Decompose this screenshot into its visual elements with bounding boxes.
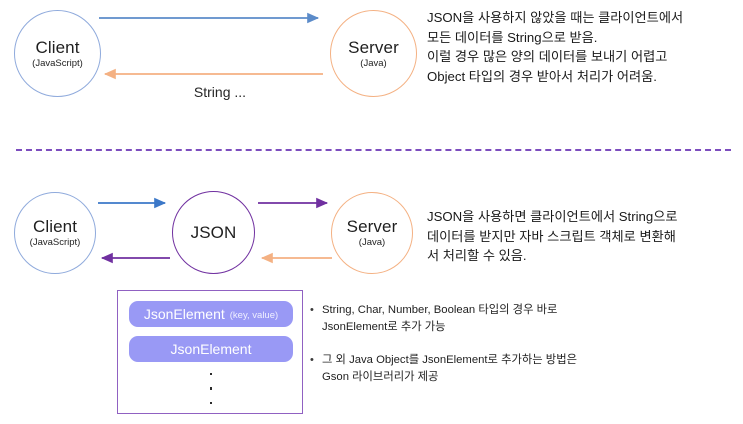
- arrow-server-to-json: [260, 252, 332, 264]
- top-client-title: Client: [35, 37, 80, 57]
- top-client-subtitle: (JavaScript): [32, 57, 83, 69]
- json-element-chip-2-label: JsonElement: [170, 341, 252, 357]
- bullet-list: • String, Char, Number, Boolean 타입의 경우 바…: [310, 302, 730, 385]
- arrow-json-to-client: [100, 252, 170, 264]
- ellipsis-dot: [209, 373, 213, 376]
- bullet-item-2: • 그 외 Java Object를 JsonElement로 추가하는 방법은…: [310, 352, 730, 385]
- bottom-server-circle: Server (Java): [331, 192, 413, 274]
- ellipsis-dot: [209, 401, 213, 405]
- arrow-server-to-client: [103, 68, 323, 80]
- bullet-item-1: • String, Char, Number, Boolean 타입의 경우 바…: [310, 302, 730, 335]
- bottom-client-subtitle: (JavaScript): [29, 237, 81, 248]
- bottom-json-circle: JSON: [172, 191, 255, 274]
- arrow-json-to-server: [258, 197, 329, 209]
- bullet-dot-icon: •: [310, 304, 314, 316]
- ellipsis-dot: [209, 387, 213, 390]
- bottom-server-title: Server: [346, 217, 398, 236]
- bullet-item-2-text: 그 외 Java Object를 JsonElement로 추가하는 방법은 G…: [322, 354, 577, 383]
- json-element-chip-1-label: JsonElement: [143, 306, 225, 322]
- json-element-chip-2[interactable]: JsonElement: [129, 336, 293, 362]
- vertical-ellipsis-dots: [118, 373, 304, 405]
- arrow-client-to-server: [99, 12, 320, 24]
- json-element-chip-1[interactable]: JsonElement (key, value): [129, 301, 293, 327]
- bottom-json-title: JSON: [190, 223, 237, 242]
- json-element-box: JsonElement (key, value) JsonElement: [117, 290, 303, 414]
- top-server-title: Server: [348, 37, 399, 57]
- arrow-client-to-json: [98, 197, 167, 209]
- bottom-server-subtitle: (Java): [358, 237, 386, 248]
- top-edge-label: String ...: [193, 84, 247, 100]
- bullet-dot-icon: •: [310, 354, 314, 366]
- top-server-circle: Server (Java): [330, 10, 417, 97]
- section-divider: [16, 149, 731, 151]
- bottom-client-title: Client: [32, 217, 78, 236]
- bottom-note-text: JSON을 사용하면 클라이언트에서 String으로 데이터를 받지만 자바 …: [427, 209, 678, 263]
- bottom-client-circle: Client (JavaScript): [14, 192, 96, 274]
- top-client-circle: Client (JavaScript): [14, 10, 101, 97]
- json-element-chip-1-sub: (key, value): [229, 309, 279, 321]
- top-server-subtitle: (Java): [360, 57, 387, 69]
- bullet-item-1-text: String, Char, Number, Boolean 타입의 경우 바로 …: [322, 304, 558, 333]
- top-note-text: JSON을 사용하지 않았을 때는 클라이언트에서 모든 데이터를 String…: [427, 10, 684, 84]
